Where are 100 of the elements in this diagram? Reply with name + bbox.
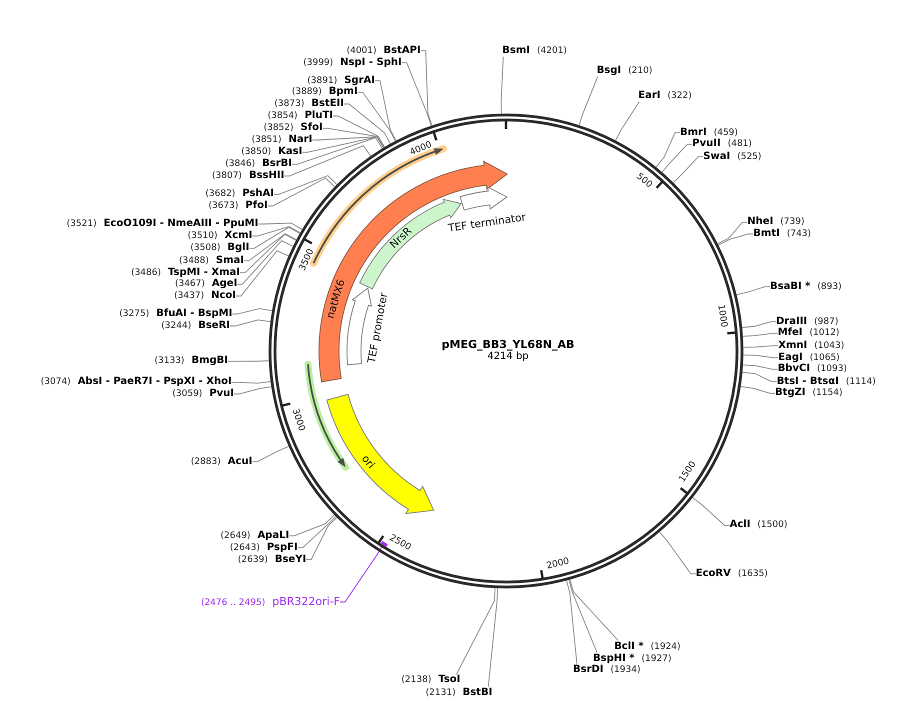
enzyme-name: BssHII — [248, 170, 284, 182]
enzyme-name: BstEII — [311, 98, 344, 110]
leader-line — [615, 101, 640, 141]
site-position: (2883) — [190, 456, 221, 468]
leader-line — [488, 588, 498, 688]
leader-line — [284, 145, 371, 176]
leader-line — [332, 116, 385, 148]
leader-line — [500, 56, 504, 114]
enzyme-name: MfeI — [778, 327, 802, 340]
leader-line — [248, 226, 300, 249]
leader-line — [456, 588, 496, 675]
site-position: (3437) — [174, 290, 204, 302]
enzyme-name: PfoI — [245, 200, 268, 212]
enzyme-name: BmgBI — [191, 355, 228, 368]
site-position: (1500) — [757, 519, 788, 532]
enzyme-name: BseYI — [274, 554, 306, 566]
enzyme-name: BclI * — [614, 640, 644, 652]
scale-number: 500 — [634, 171, 654, 190]
feature-label: ori — [359, 453, 378, 472]
enzyme-name: PvuI — [209, 388, 234, 400]
site-position: (3074) — [40, 376, 71, 388]
primer-name: pBR322ori-F — [272, 596, 340, 608]
enzyme-name: PspFI — [266, 542, 298, 554]
scale-number: 4000 — [408, 140, 434, 158]
enzyme-name: BstBI — [462, 686, 492, 699]
primer-position: (2476 .. 2495) — [200, 597, 266, 609]
site-position: (3846) — [225, 158, 256, 170]
site-position: (3889) — [292, 86, 322, 98]
leader-line — [568, 580, 598, 653]
site-position: (739) — [780, 216, 804, 228]
leader-line — [340, 544, 384, 602]
site-position: (2138) — [401, 674, 432, 686]
leader-line — [252, 446, 289, 462]
enzyme-name: EarI — [638, 90, 661, 102]
enzyme-name: XcmI — [224, 230, 252, 242]
scale-number: 3500 — [297, 248, 316, 273]
leader-line — [231, 381, 271, 384]
site-position: (3854) — [268, 110, 298, 122]
enzyme-name: PluTI — [304, 110, 333, 122]
enzyme-name: BmrI — [680, 126, 707, 138]
leader-line — [662, 144, 693, 172]
primer-site-marker — [380, 540, 388, 548]
enzyme-name: BsmI — [502, 44, 530, 57]
leader-line — [742, 364, 778, 370]
leader-line — [718, 234, 754, 246]
leader-line — [374, 80, 396, 141]
scale-number: 1000 — [715, 304, 729, 328]
enzyme-name: AbsI - PaeR7I - PspXI - XhoI — [78, 376, 232, 388]
site-position: (3510) — [188, 230, 218, 242]
site-position: (2649) — [220, 530, 250, 542]
plasmid-name: pMEG_BB3_YL68N_AB — [442, 339, 574, 351]
site-position: (1927) — [642, 652, 672, 664]
leader-line — [267, 177, 335, 206]
leader-line — [252, 226, 300, 236]
enzyme-name: BtgZI — [775, 387, 806, 400]
site-position: (4201) — [537, 44, 567, 57]
site-position: (1924) — [650, 640, 681, 652]
enzyme-name: NarI — [288, 134, 312, 146]
leader-line — [401, 62, 432, 126]
site-position: (1114) — [846, 376, 876, 388]
enzyme-name: AcuI — [228, 456, 252, 468]
leader-line — [566, 580, 578, 665]
enzyme-name: BtsI - BtsαI — [776, 376, 839, 388]
leader-line — [312, 136, 384, 148]
leader-line — [717, 222, 748, 244]
site-position: (459) — [714, 126, 738, 138]
enzyme-name: BbvCI — [778, 363, 810, 376]
leader-line — [234, 386, 272, 394]
enzyme-name: TspMI - XmaI — [168, 266, 240, 278]
leader-line — [743, 354, 779, 358]
enzyme-name: SwaI — [703, 150, 730, 163]
site-position: (4001) — [346, 44, 377, 57]
leader-line — [236, 250, 289, 296]
leader-line — [742, 332, 778, 337]
leader-line — [357, 92, 396, 142]
enzyme-name: DraIII — [776, 316, 808, 327]
enzyme-name: EcoO109I - NmeAIII - PpuMI — [104, 218, 258, 230]
site-position: (3059) — [172, 388, 202, 400]
leader-line — [673, 156, 704, 184]
enzyme-name: BseRI — [198, 320, 230, 332]
site-position: (3891) — [307, 74, 338, 86]
leader-line — [302, 136, 384, 153]
leader-line — [292, 137, 383, 165]
site-position: (893) — [817, 280, 842, 293]
site-position: (3999) — [303, 56, 334, 69]
site-position: (743) — [786, 228, 812, 240]
leader-line — [228, 360, 270, 362]
leader-line — [742, 372, 778, 382]
enzyme-name: AclI — [730, 519, 750, 532]
leader-line — [274, 175, 338, 195]
enzyme-name: TsoI — [438, 674, 460, 686]
site-position: (3275) — [119, 308, 150, 320]
site-position: (481) — [728, 138, 752, 150]
site-position: (1065) — [810, 352, 840, 364]
site-position: (1635) — [738, 568, 768, 580]
site-position: (3508) — [190, 242, 220, 254]
enzyme-name: BsaBI * — [770, 280, 810, 293]
enzyme-name: PshAI — [242, 188, 274, 200]
site-position: (3486) — [131, 266, 161, 279]
enzyme-name: KasI — [278, 146, 302, 158]
